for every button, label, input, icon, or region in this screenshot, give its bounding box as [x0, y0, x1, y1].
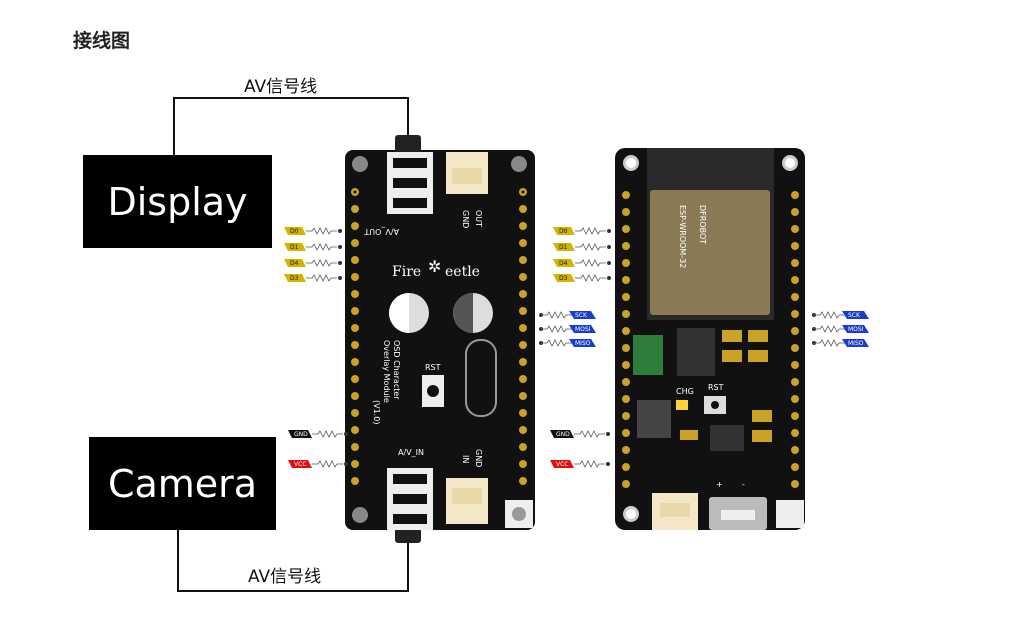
tag-osd-gnd: GND [288, 430, 348, 438]
mid-data-tags: D0 D1 D4 D3 [553, 227, 611, 282]
tag-mid-0: D0 [553, 227, 611, 235]
osd-spi-tags: SCK MOSI MISO [539, 311, 596, 347]
av-bottom-label: AV信号线 [248, 567, 321, 587]
tag-osd-spi-1: MOSI [539, 325, 596, 333]
tag-mid-0-label: D0 [559, 228, 568, 235]
tag-mid-3-label: D3 [559, 275, 568, 282]
av-top-label: AV信号线 [244, 77, 317, 97]
osd-gnd-bottom-label: GND [474, 449, 483, 467]
osd-gnd-top-label: GND [461, 210, 470, 228]
osd-in-label: IN [461, 455, 470, 463]
tag-esp-spi-1: MOSI [812, 325, 869, 333]
esp-spi-tags: SCK MOSI MISO [812, 311, 869, 347]
osd-power-tags: GND VCC [288, 430, 348, 468]
tag-left-2: D4 [284, 259, 342, 267]
av-wire-top [173, 97, 409, 155]
osd-name-line1: OSD Character [392, 340, 401, 400]
tag-osd-spi-0: SCK [539, 311, 596, 319]
tag-osd-spi-2: MISO [539, 339, 596, 347]
av-wire-bottom [177, 530, 409, 592]
tag-osd-spi-1-label: MOSI [575, 326, 591, 333]
tag-mid-2-label: D4 [559, 260, 568, 267]
tag-esp-spi-0: SCK [812, 311, 869, 319]
tag-left-0-label: D0 [290, 228, 299, 235]
osd-board: A/V_OUT GND OUT A/V_IN IN GND Fire eetle… [345, 135, 535, 543]
esp-module-label: ESP-WROOM-32 [678, 205, 687, 268]
tag-osd-gnd-label: GND [294, 431, 308, 438]
osd-name-line2: Overlay Module [382, 340, 391, 403]
esp-rst-label: RST [708, 383, 724, 392]
tag-esp-vcc-label: VCC [556, 461, 568, 468]
left-data-tags: D0 D1 D4 D3 [284, 227, 342, 282]
osd-av-in-label: A/V_IN [398, 448, 424, 457]
tag-mid-2: D4 [553, 259, 611, 267]
esp-power-tags: GND VCC [550, 430, 610, 468]
tag-osd-spi-2-label: MISO [575, 340, 591, 347]
esp32-board: DFROBOT ESP-WROOM-32 CHG RST + - [615, 148, 805, 530]
esp-pin-headers [622, 191, 799, 488]
camera-label: Camera [107, 461, 258, 506]
tag-left-2-label: D4 [290, 260, 299, 267]
tag-mid-1: D1 [553, 243, 611, 251]
page-title: 接线图 [73, 30, 131, 52]
display-label: Display [107, 179, 248, 224]
tag-esp-spi-2: MISO [812, 339, 869, 347]
osd-av-out-label: A/V_OUT [364, 227, 399, 236]
camera-box: Camera [89, 437, 276, 530]
display-box: Display [83, 155, 272, 248]
tag-left-1-label: D1 [290, 244, 299, 251]
tag-mid-1-label: D1 [559, 244, 568, 251]
osd-rst-label: RST [425, 363, 441, 372]
osd-brand-label: Fire [392, 264, 421, 280]
tag-left-3-label: D3 [290, 275, 299, 282]
tag-osd-vcc: VCC [288, 460, 348, 468]
minus-sign: - [742, 480, 745, 489]
osd-brand-label-2: eetle [445, 264, 480, 280]
tag-esp-spi-2-label: MISO [848, 340, 864, 347]
osd-version: (V1.0) [372, 400, 381, 424]
tag-osd-spi-0-label: SCK [575, 312, 588, 319]
tag-esp-gnd: GND [550, 430, 610, 438]
osd-out-label: OUT [474, 210, 483, 227]
tag-esp-spi-1-label: MOSI [848, 326, 864, 333]
tag-osd-vcc-label: VCC [294, 461, 306, 468]
esp-chip-label: DFROBOT [698, 205, 707, 244]
tag-left-0: D0 [284, 227, 342, 235]
beetle-icon: ✲ [428, 257, 441, 276]
tag-esp-vcc: VCC [550, 460, 610, 468]
tag-esp-gnd-label: GND [556, 431, 570, 438]
esp-chg-label: CHG [676, 387, 694, 396]
tag-left-3: D3 [284, 274, 342, 282]
tag-left-1: D1 [284, 243, 342, 251]
tag-esp-spi-0-label: SCK [848, 312, 861, 319]
tag-mid-3: D3 [553, 274, 611, 282]
plus-sign: + [716, 480, 723, 489]
